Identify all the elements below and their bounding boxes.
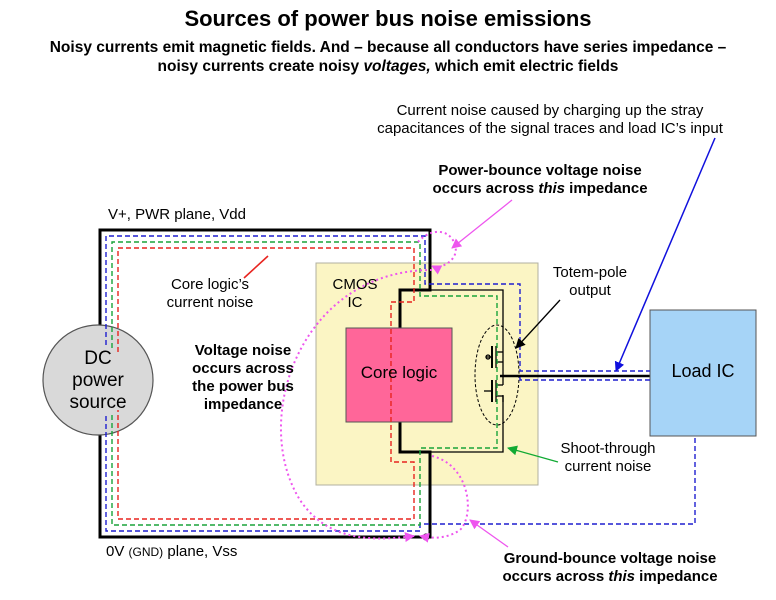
power-bounce-pre: occurs across bbox=[432, 180, 539, 197]
gnd-small: (GND) bbox=[128, 545, 164, 559]
page-title: Sources of power bus noise emissions bbox=[184, 6, 592, 31]
totem-line2: output bbox=[569, 282, 611, 299]
shoot-through-loop bbox=[111, 241, 498, 526]
vnoise-line4: impedance bbox=[203, 396, 283, 413]
power-bounce-post: impedance bbox=[565, 180, 648, 197]
cmos-ic-label: CMOS IC bbox=[320, 276, 390, 312]
vplus-label: V+, PWR plane, Vdd bbox=[108, 206, 246, 223]
totem-line1: Totem-pole bbox=[552, 264, 628, 281]
dc-source-label: DC power source bbox=[43, 348, 153, 414]
vnoise-line2: occurs across bbox=[192, 360, 294, 377]
power-bounce-line2: occurs across this impedance bbox=[390, 180, 690, 198]
ground-bounce-note: Ground-bounce voltage noise occurs acros… bbox=[460, 550, 760, 586]
core-noise-line1: Core logic’s bbox=[170, 276, 250, 293]
shoot-through-label: Shoot-through current noise bbox=[548, 440, 668, 476]
voltage-noise-note: Voltage noise occurs across the power bu… bbox=[178, 342, 308, 414]
dc-line3: source bbox=[69, 392, 127, 413]
gnd-post: plane, Vss bbox=[163, 543, 238, 560]
dc-line2: power bbox=[72, 370, 124, 391]
load-ic-label: Load IC bbox=[671, 361, 735, 381]
gnd-plane-label: 0V (GND) plane, Vss bbox=[106, 543, 237, 561]
dc-power-source bbox=[42, 324, 154, 436]
ground-bounce-line2: occurs across this impedance bbox=[460, 568, 760, 586]
power-bus-wires bbox=[98, 228, 432, 539]
core-current-loop bbox=[117, 247, 415, 520]
subtitle-emphasis: voltages, bbox=[363, 58, 431, 75]
core-noise-line2: current noise bbox=[166, 294, 254, 311]
stray-capacitance-note: Current noise caused by charging up the … bbox=[330, 102, 770, 138]
load-current-loop bbox=[105, 235, 650, 372]
gnd-pre: 0V bbox=[106, 543, 129, 560]
subtitle-part2: which emit electric fields bbox=[430, 58, 619, 75]
subtitle-part1: Noisy currents emit magnetic fields. And… bbox=[49, 39, 727, 75]
power-bounce-emph: this bbox=[538, 180, 566, 197]
ground-bounce-emph: this bbox=[608, 568, 636, 585]
cmos-line1: CMOS bbox=[332, 276, 378, 293]
dc-line1: DC bbox=[84, 348, 112, 369]
totem-pole-outline bbox=[474, 324, 520, 426]
core-noise-label: Core logic’s current noise bbox=[140, 276, 280, 312]
totem-pole-label: Totem-pole output bbox=[545, 264, 635, 300]
ground-bounce-post: impedance bbox=[635, 568, 718, 585]
vnoise-line3: the power bus bbox=[192, 378, 294, 395]
cmos-line2: IC bbox=[347, 294, 363, 311]
load-ic-block bbox=[649, 309, 757, 437]
shoot-line1: Shoot-through bbox=[560, 440, 656, 457]
totem-pole-transistors bbox=[484, 346, 504, 402]
ground-bounce-line1: Ground-bounce voltage noise bbox=[503, 550, 717, 567]
vnoise-line1: Voltage noise bbox=[194, 342, 292, 359]
core-logic-label: Core logic bbox=[360, 363, 438, 382]
power-bounce-line1: Power-bounce voltage noise bbox=[438, 162, 642, 179]
shoot-line2: current noise bbox=[564, 458, 652, 475]
stray-note-line1: Current noise caused by charging up the … bbox=[396, 102, 704, 119]
core-logic-block bbox=[345, 327, 453, 423]
power-bounce-note: Power-bounce voltage noise occurs across… bbox=[390, 162, 690, 198]
ground-bounce-pre: occurs across bbox=[502, 568, 609, 585]
annotation-arrows bbox=[243, 137, 716, 548]
stray-note-line2: capacitances of the signal traces and lo… bbox=[377, 120, 723, 137]
subtitle: Noisy currents emit magnetic fields. And… bbox=[40, 38, 736, 76]
